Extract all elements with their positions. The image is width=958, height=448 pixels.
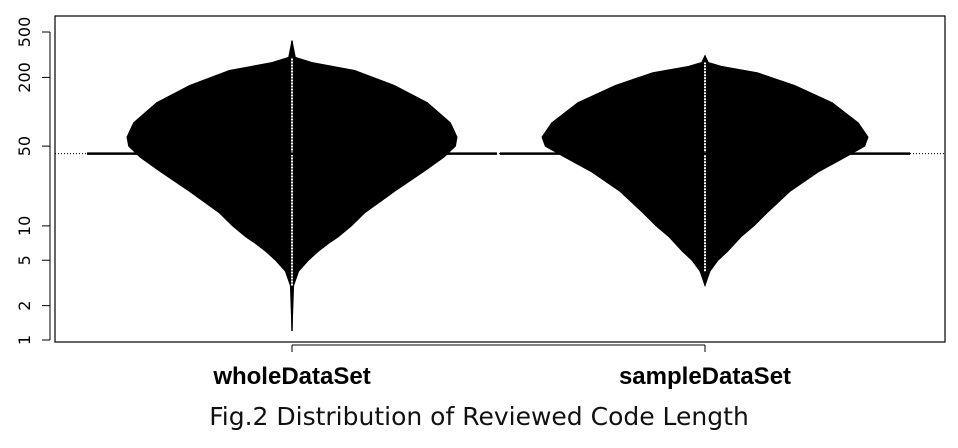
violins <box>87 40 910 332</box>
y-axis: 1 2 5 10 50 200 500 <box>15 17 51 345</box>
y-tick-label: 200 <box>15 62 34 93</box>
y-tick-label: 500 <box>15 17 34 48</box>
x-tick-label-wholeDataSet: wholeDataSet <box>212 363 370 390</box>
x-axis: wholeDataSet sampleDataSet <box>212 344 791 390</box>
x-tick-label-sampleDataSet: sampleDataSet <box>619 363 791 390</box>
y-tick-label: 10 <box>15 216 34 236</box>
y-tick-label: 1 <box>15 335 34 345</box>
y-tick-label: 5 <box>15 255 34 265</box>
y-tick-label: 2 <box>15 301 34 311</box>
plot-frame <box>54 15 946 343</box>
figure-caption: Fig.2 Distribution of Reviewed Code Leng… <box>209 402 749 431</box>
y-tick-label: 50 <box>15 136 34 156</box>
